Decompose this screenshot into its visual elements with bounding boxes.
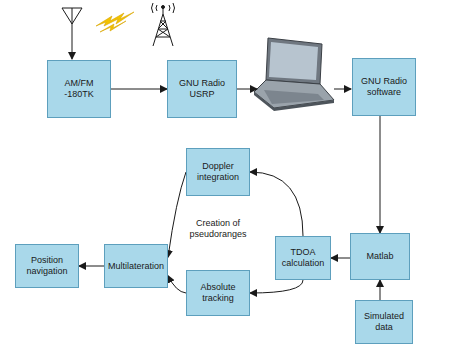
connector-arrow — [79, 266, 104, 267]
lightning-bolt — [96, 12, 134, 32]
box-text: Absolute tracking — [191, 282, 245, 304]
box-text: Multilateration — [108, 261, 164, 272]
process-box: Multilateration — [104, 244, 168, 288]
laptop-icon — [254, 38, 334, 111]
box-text: Position navigation — [20, 255, 74, 277]
box-text: Doppler integration — [191, 161, 245, 183]
connector-arrow — [380, 116, 381, 233]
process-box: Absolute tracking — [186, 270, 250, 316]
connector-arrow — [331, 258, 350, 259]
box-text: GNU Radio USRP — [172, 78, 232, 100]
connector-arrow — [168, 276, 186, 293]
process-box: GNU Radio software — [352, 58, 416, 116]
connector-arrow — [380, 280, 381, 300]
connector-arrow — [250, 280, 303, 293]
process-box: Position navigation — [15, 244, 79, 288]
box-text: TDOA calculation — [280, 247, 326, 269]
box-text: Simulated data — [360, 311, 408, 333]
antenna-icon — [62, 8, 82, 59]
process-box: GNU Radio USRP — [167, 60, 237, 118]
arrow — [334, 89, 351, 90]
box-text: Matlab — [366, 251, 393, 262]
process-box: Matlab — [350, 233, 410, 280]
connector-arrow — [111, 89, 167, 90]
connector-arrow — [250, 172, 303, 236]
connector-arrow — [168, 172, 186, 257]
radio-tower — [152, 3, 175, 46]
arrow — [237, 89, 257, 90]
process-box: AM/FM -180TK — [47, 60, 111, 118]
process-box: Doppler integration — [186, 148, 250, 196]
process-box: Simulated data — [355, 300, 413, 344]
process-box: TDOA calculation — [275, 236, 331, 280]
group-label: Creation of pseudoranges — [185, 217, 251, 241]
box-text: GNU Radio software — [357, 76, 411, 98]
box-text: AM/FM -180TK — [52, 78, 106, 100]
